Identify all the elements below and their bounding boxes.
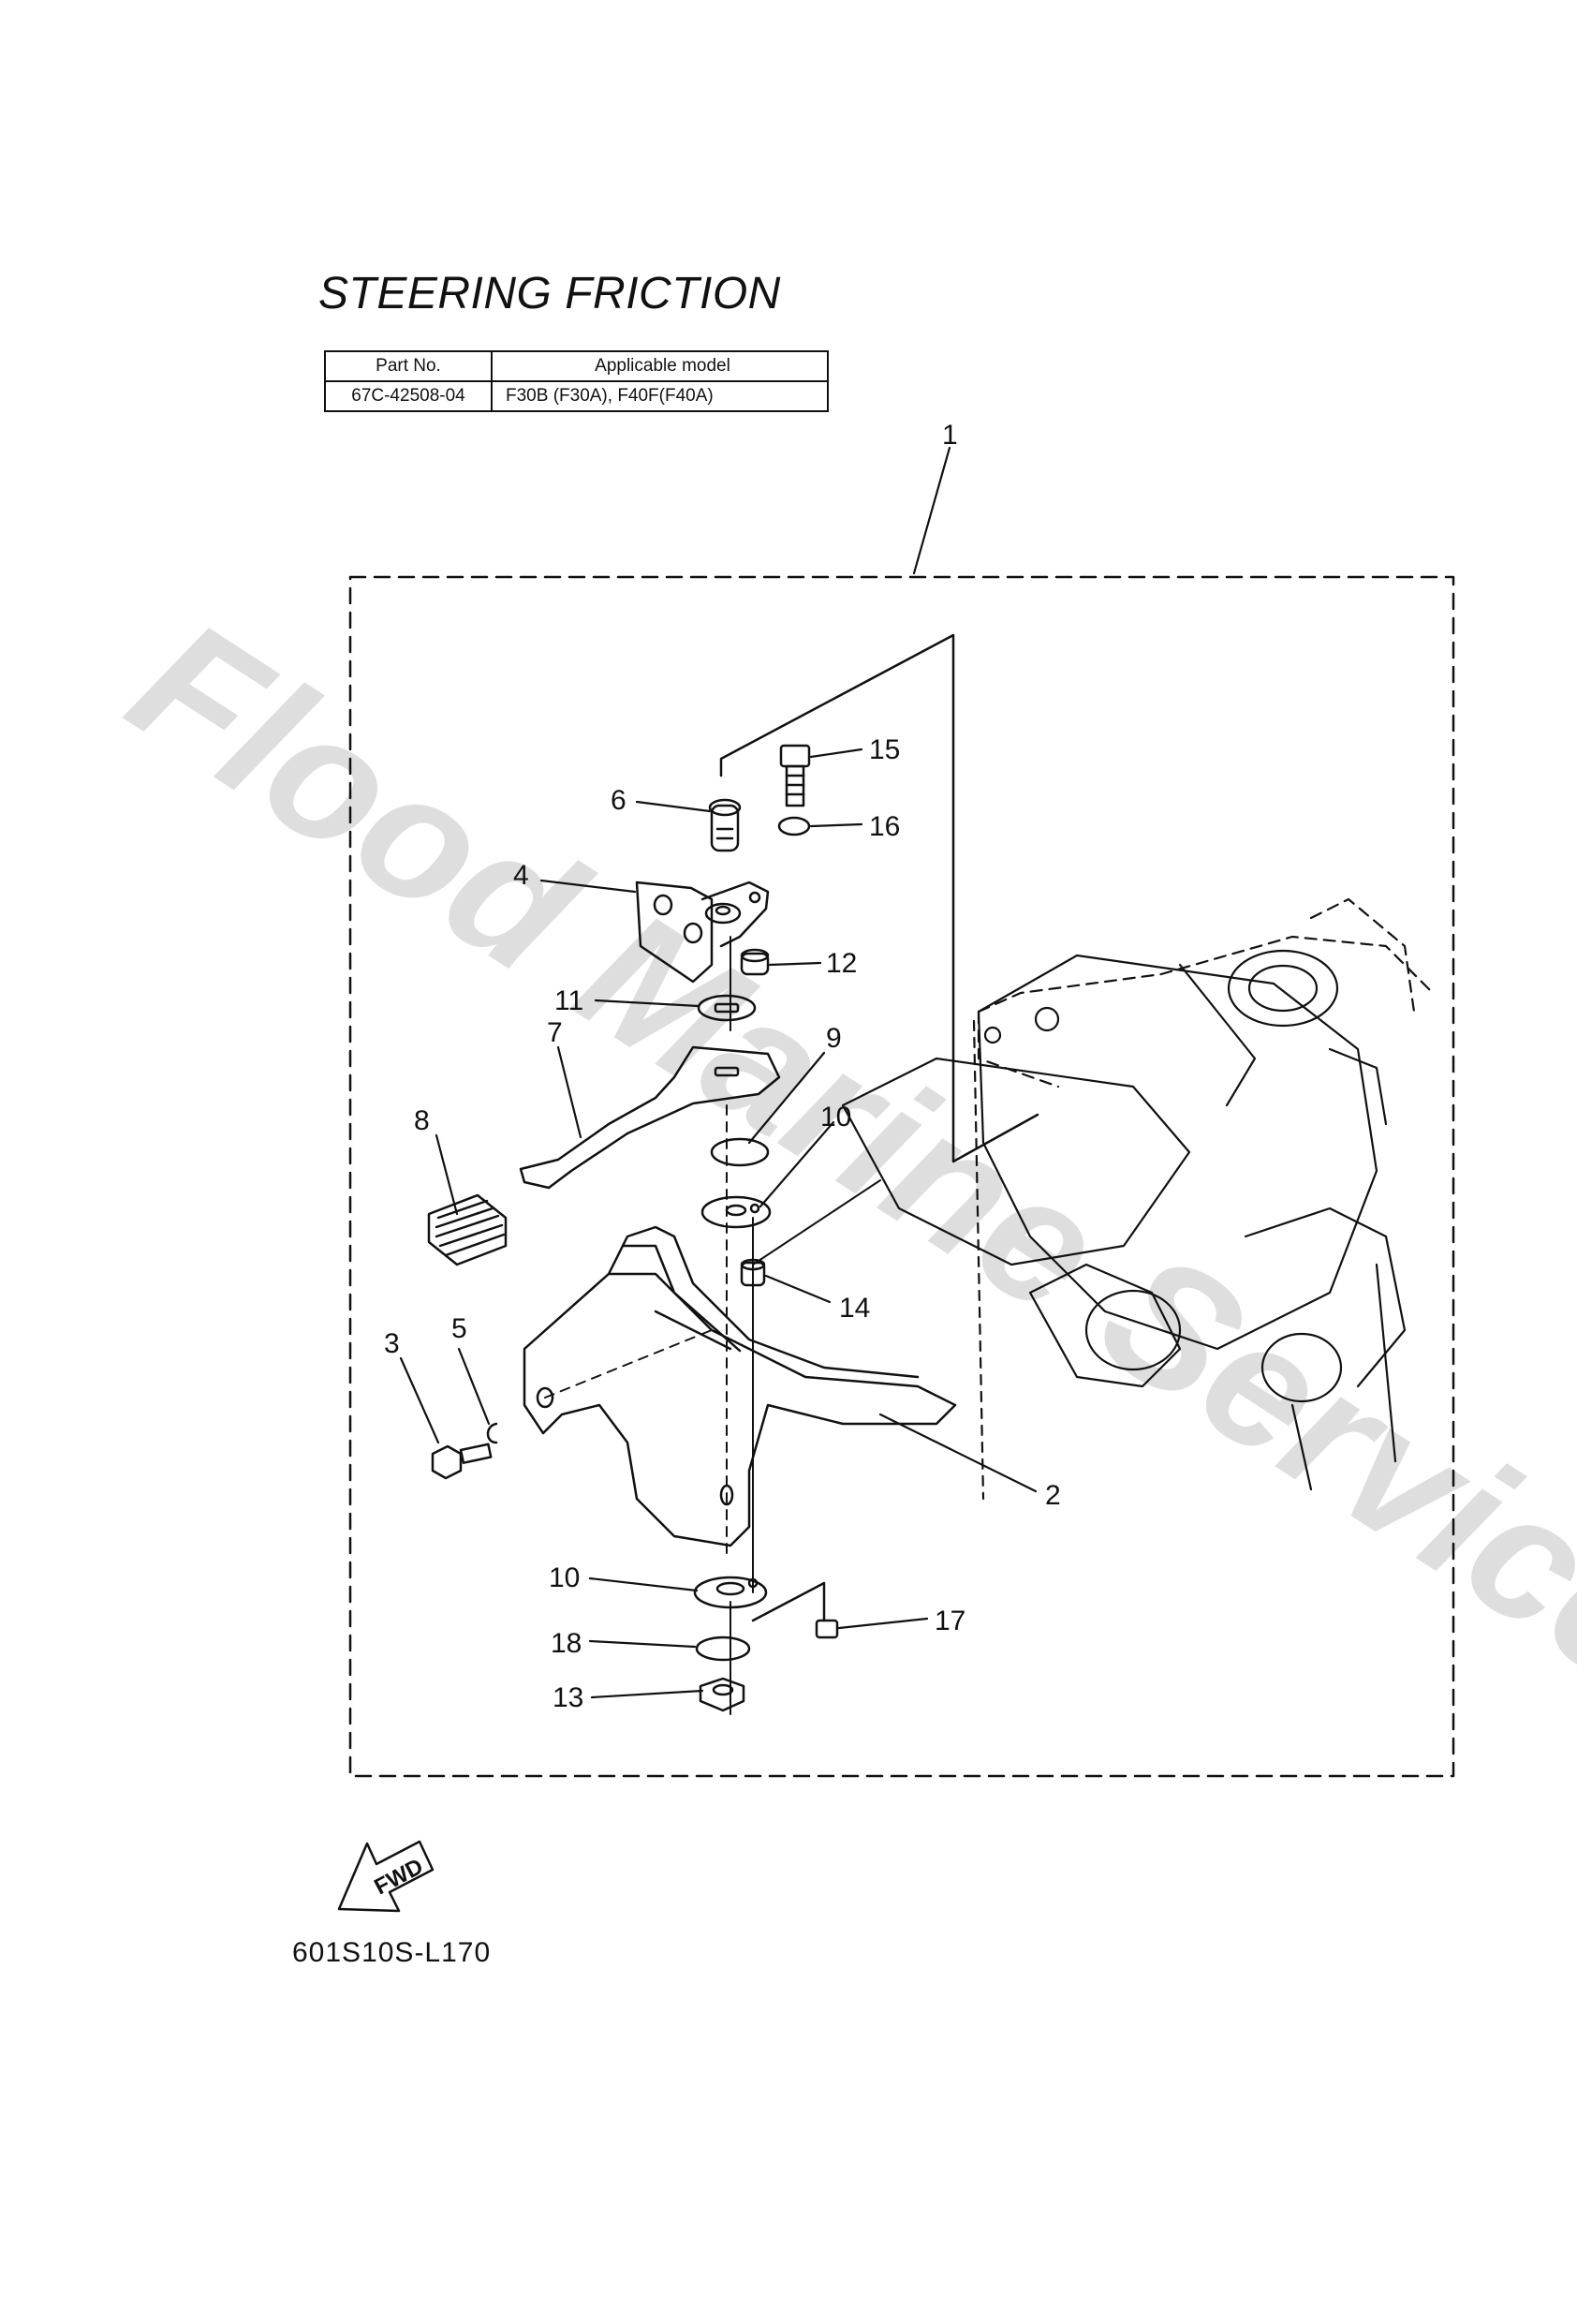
fwd-arrow-icon: FWD [337, 1840, 435, 1913]
callout-15: 15 [869, 734, 900, 765]
assembly-boundary [348, 575, 1455, 1778]
callout-8: 8 [414, 1105, 430, 1136]
callout-5: 5 [451, 1313, 467, 1344]
part-12-collar [740, 948, 770, 976]
callout-9: 9 [826, 1023, 842, 1054]
callout-16: 16 [869, 811, 900, 842]
callout-2: 2 [1045, 1480, 1061, 1511]
reference-bracket-line [719, 633, 1039, 1163]
part-18-washer [695, 1636, 751, 1662]
diagram-code: 601S10S-L170 [292, 1937, 492, 1968]
cell-applicable-model: F30B (F30A), F40F(F40A) [491, 380, 829, 412]
header-part-no: Part No. [324, 350, 493, 382]
callout-13: 13 [553, 1682, 583, 1713]
part-17-nut [751, 1581, 839, 1639]
part-6-pin [708, 798, 742, 852]
part-4-friction-bracket [635, 881, 770, 984]
part-15-bolt [779, 744, 811, 807]
callout-leader-lines [399, 446, 1038, 1699]
part-10-plate-lower [693, 1576, 768, 1609]
cell-part-no: 67C-42508-04 [324, 380, 493, 412]
assembly-axis-lines [544, 936, 881, 1715]
callout-6: 6 [611, 785, 626, 816]
swivel-bracket-housing [841, 897, 1435, 1501]
part-3-bolt [431, 1443, 493, 1480]
callout-7: 7 [547, 1017, 563, 1048]
applicability-table: Part No. Applicable model 67C-42508-04 F… [324, 350, 829, 412]
callout-4: 4 [513, 860, 529, 891]
part-10-plate-upper [700, 1195, 772, 1229]
callout-labels: 1 2 3 4 5 6 7 8 9 10 10 11 12 13 14 15 1… [384, 420, 1061, 1713]
part-8-lever-grip [427, 1193, 508, 1266]
part-16-washer [777, 816, 811, 836]
part-5-circlip [486, 1422, 498, 1444]
callout-1: 1 [942, 420, 958, 451]
table-header-row: Part No. Applicable model [324, 350, 829, 382]
callout-12: 12 [826, 948, 857, 979]
callout-17: 17 [935, 1606, 965, 1636]
page-title: STEERING FRICTION [318, 269, 781, 318]
part-7-friction-lever [519, 1045, 781, 1190]
callout-18: 18 [551, 1628, 582, 1659]
callout-11: 11 [554, 985, 583, 1016]
part-13-nut [699, 1677, 745, 1712]
callout-10-lower: 10 [549, 1562, 580, 1593]
part-9-washer [710, 1137, 770, 1167]
part-2-friction-plate [523, 1225, 957, 1547]
table-row: 67C-42508-04 F30B (F30A), F40F(F40A) [324, 380, 829, 412]
fwd-label: FWD [370, 1854, 427, 1900]
callout-10-upper: 10 [820, 1102, 851, 1132]
header-applicable-model: Applicable model [491, 350, 829, 382]
callout-14: 14 [839, 1293, 870, 1324]
callout-3: 3 [384, 1328, 400, 1359]
part-11-plate [697, 994, 757, 1022]
